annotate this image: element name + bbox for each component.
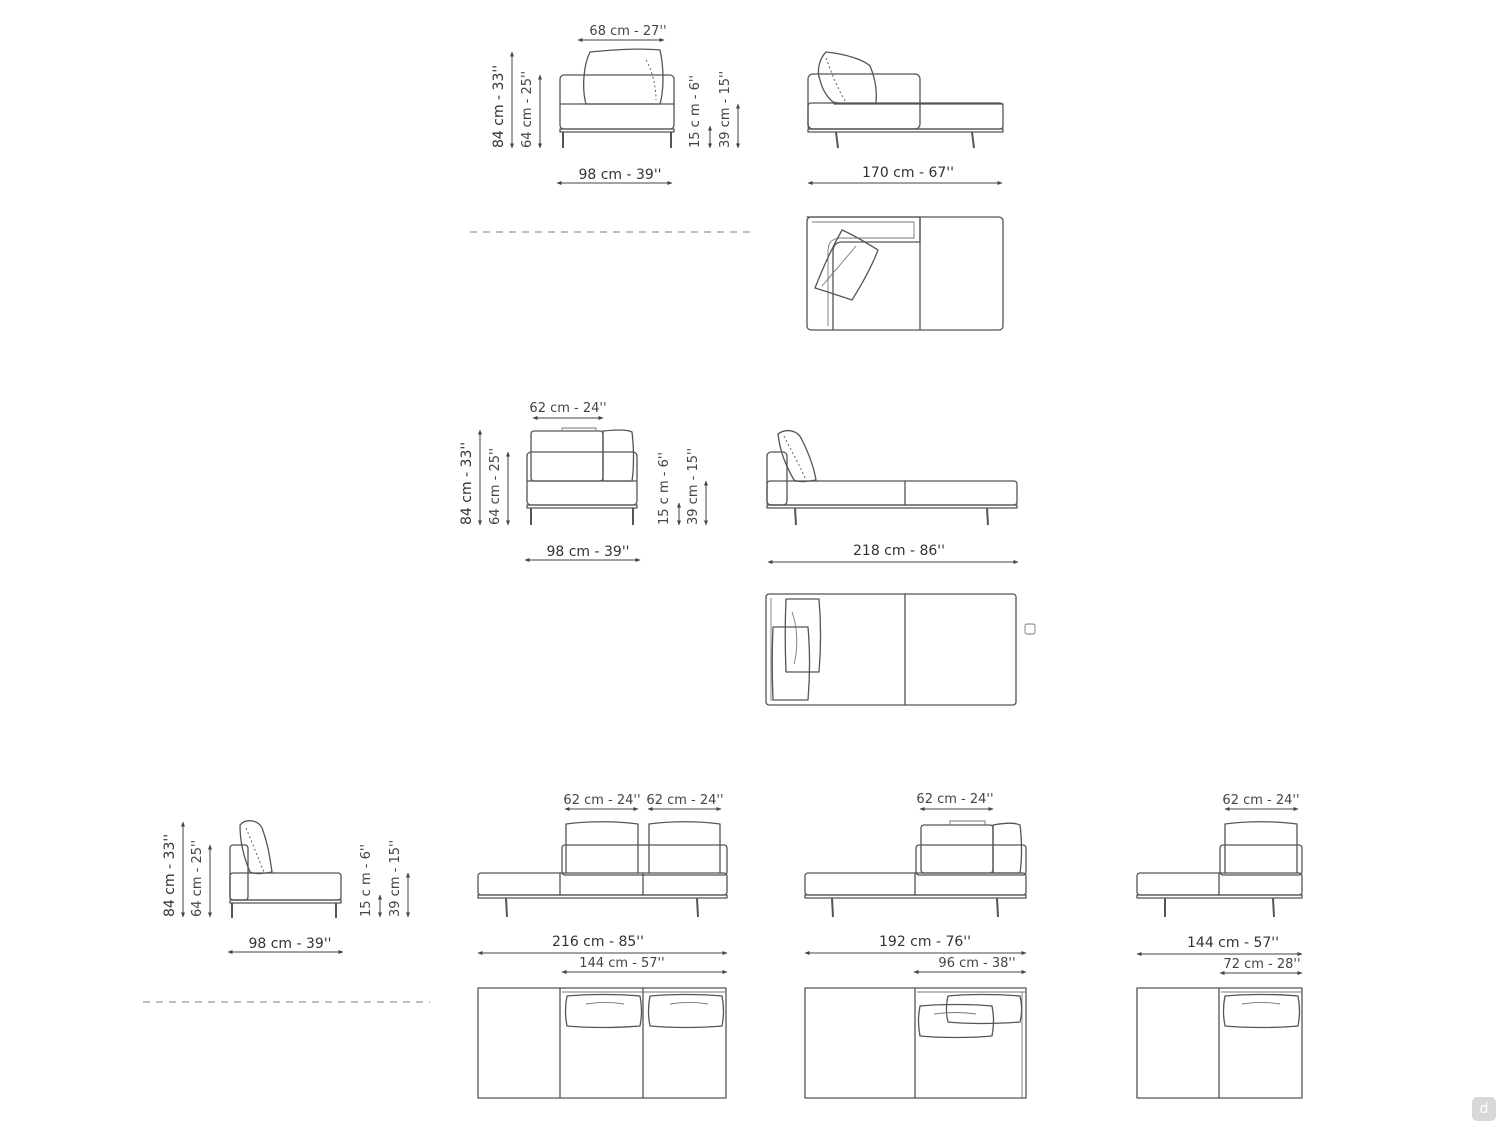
module3-side-view	[229, 820, 342, 918]
a-back-label: 144 cm - 57''	[579, 956, 664, 971]
c-width-label: 62 cm - 24''	[1222, 793, 1299, 808]
c-back-label: 72 cm - 28''	[1223, 957, 1300, 972]
b-width-label: 62 cm - 24''	[916, 792, 993, 807]
variant-c-top-view	[1136, 987, 1303, 1099]
module2-top-view	[765, 593, 1036, 706]
m1-arm-height-label: 64 cm - 25''	[520, 71, 535, 148]
module1-top-view	[806, 216, 1004, 331]
m3-depth-label: 98 cm - 39''	[248, 936, 331, 952]
m1-width-label: 68 cm - 27''	[589, 24, 666, 39]
m2-length-label: 218 cm - 86''	[853, 543, 945, 559]
m3-leg-height-label: 15 c m - 6''	[359, 844, 374, 917]
module2-side-view: 218 cm - 86''	[766, 429, 1019, 564]
m2-arm-height-label: 64 cm - 25''	[488, 448, 503, 525]
variant-b-dimensions: 62 cm - 24'' 192 cm - 76'' 96 cm - 38''	[804, 792, 1027, 974]
m1-leg-height-label: 15 c m - 6''	[688, 75, 703, 148]
a-length-label: 216 cm - 85''	[552, 934, 644, 950]
module1-side-view: 170 cm - 67''	[807, 51, 1004, 185]
m2-depth-label: 98 cm - 39''	[546, 544, 629, 560]
m2-leg-height-label: 15 c m - 6''	[657, 452, 672, 525]
variant-a-dimensions: 62 cm - 24'' 62 cm - 24'' 216 cm - 85'' …	[477, 793, 728, 974]
variant-c-front-view	[1136, 821, 1303, 918]
variant-a-top-view	[477, 987, 727, 1099]
m2-seat-height-label: 39 cm - 15''	[686, 448, 701, 525]
variant-b-front-view	[804, 820, 1027, 918]
module1-front-view	[559, 48, 675, 148]
module1-dimensions: 68 cm - 27'' 84 cm - 33'' 64 cm - 25'' 1…	[491, 24, 740, 185]
variant-a-front-view	[477, 821, 728, 918]
m3-arm-height-label: 64 cm - 25''	[190, 840, 205, 917]
m3-height-label: 84 cm - 33''	[162, 834, 178, 917]
b-length-label: 192 cm - 76''	[879, 934, 971, 950]
variant-b-top-view	[804, 987, 1027, 1099]
m1-depth-label: 98 cm - 39''	[578, 167, 661, 183]
a-width2-label: 62 cm - 24''	[646, 793, 723, 808]
m1-length-label: 170 cm - 67''	[862, 165, 954, 181]
m1-height-label: 84 cm - 33''	[491, 65, 507, 148]
c-length-label: 144 cm - 57''	[1187, 935, 1279, 951]
variant-c-dimensions: 62 cm - 24'' 144 cm - 57'' 72 cm - 28''	[1136, 793, 1303, 975]
module3-dimensions: 84 cm - 33'' 64 cm - 25'' 15 c m - 6'' 3…	[162, 821, 410, 954]
m2-height-label: 84 cm - 33''	[459, 442, 475, 525]
b-back-label: 96 cm - 38''	[938, 956, 1015, 971]
m1-seat-height-label: 39 cm - 15''	[718, 71, 733, 148]
m2-width-label: 62 cm - 24''	[529, 401, 606, 416]
module2-dimensions: 62 cm - 24'' 84 cm - 33'' 64 cm - 25'' 1…	[459, 401, 708, 562]
module2-front-view	[526, 427, 638, 525]
brand-logo-icon: d	[1472, 1097, 1496, 1121]
m3-seat-height-label: 39 cm - 15''	[388, 840, 403, 917]
a-width1-label: 62 cm - 24''	[563, 793, 640, 808]
